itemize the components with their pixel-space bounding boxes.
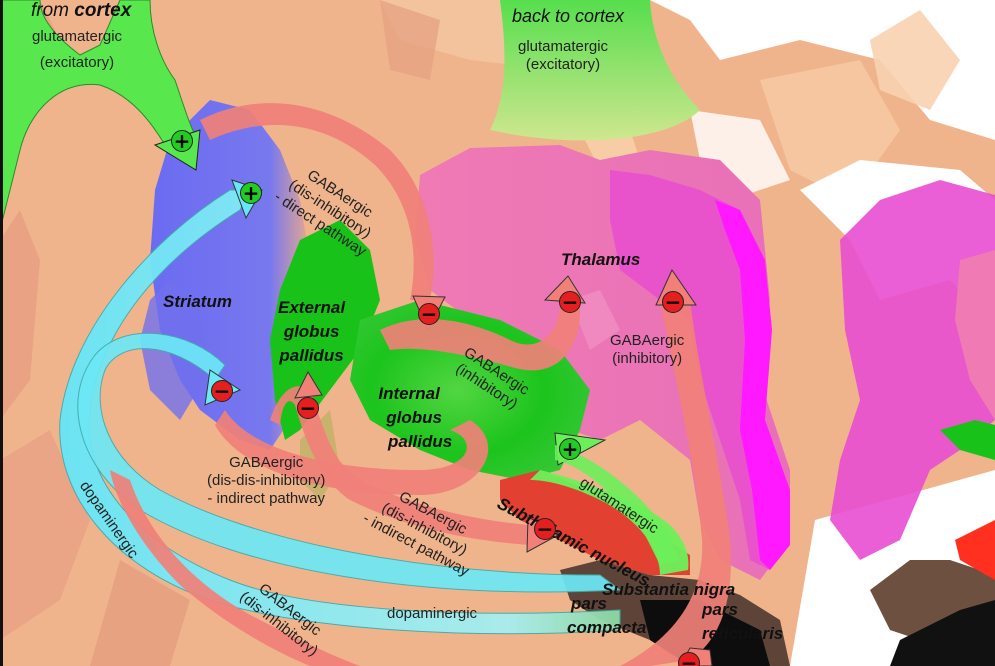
snr-thal-line-2: (inhibitory)	[612, 350, 683, 367]
glutamatergic-pathways	[0, 0, 700, 575]
red-structure-right	[955, 520, 995, 580]
pars-reticularis-label: pars reticularis	[702, 598, 783, 646]
subthalamic-nucleus-region	[500, 470, 690, 575]
inhibitory-sign-indirect-gpe: −	[297, 397, 319, 419]
pars-compacta-line-2: compacta	[567, 618, 647, 637]
cortex-glut-line-2: (excitatory)	[39, 54, 115, 71]
inhibitory-sign-gpi-thalamus: −	[559, 291, 581, 313]
pars-compacta-label: pars compacta	[567, 592, 646, 640]
internal-gp-line-1: Internal	[378, 384, 440, 403]
internal-gp-line-3: pallidus	[388, 432, 453, 451]
indirect1-line-2: (dis-dis-inhibitory)	[207, 472, 326, 489]
pars-reticularis-line-1: pars	[702, 600, 738, 619]
excitatory-sign-cortex-striatum: +	[171, 130, 193, 152]
back-glut-line-1: glutamatergic	[518, 38, 609, 55]
inhibitory-sign-snr-thalamus: −	[662, 291, 684, 313]
from-cortex-label: from cortex	[31, 0, 131, 22]
inhibitory-sign-snr-bottom: −	[678, 652, 700, 666]
cortex-glut-line-1: glutamatergic	[32, 28, 123, 45]
pars-compacta-line-1: pars	[571, 594, 607, 613]
indirect1-line-1: GABAergic	[229, 454, 304, 471]
substantia-nigra-label: Substantia nigra	[602, 580, 736, 599]
green-structure-right	[940, 420, 995, 460]
pars-reticularis-line-2: reticularis	[702, 624, 784, 643]
striatum-label: Striatum	[163, 292, 232, 311]
left-edge-border	[0, 0, 3, 666]
inhibitory-sign-indirect-stn: −	[534, 518, 556, 540]
dopaminergic-bottom-label: dopaminergic	[387, 605, 478, 622]
inhibitory-sign-dopa-striatum: −	[211, 380, 233, 402]
indirect-pathway-1-label: GABAergic (dis-dis-inhibitory) - indirec…	[207, 454, 325, 508]
excitatory-sign-dopa-striatum: +	[240, 182, 262, 204]
external-gp-line-1: External	[278, 298, 346, 317]
snr-thal-line-1: GABAergic	[610, 332, 685, 349]
back-glut-label: glutamatergic (excitatory)	[518, 38, 608, 74]
from-cortex-bold: cortex	[74, 0, 132, 21]
external-gp-line-2: globus	[283, 322, 340, 341]
internal-gp-line-2: globus	[386, 408, 442, 427]
thalamus-label: Thalamus	[561, 250, 641, 269]
cortex-glut-label: glutamatergic (excitatory)	[32, 24, 122, 76]
external-gp-label: External globus pallidus	[278, 296, 345, 368]
back-to-cortex-label: back to cortex	[512, 6, 625, 26]
internal-gp-label: Internal globus pallidus	[366, 382, 452, 454]
back-glut-line-2: (excitatory)	[525, 56, 601, 73]
dark-structure-black	[890, 600, 995, 666]
external-gp-line-3: pallidus	[279, 346, 344, 365]
from-cortex-prefix: from	[31, 0, 75, 21]
snr-thalamus-label: GABAergic (inhibitory)	[610, 332, 684, 368]
indirect1-line-3: - indirect pathway	[207, 490, 325, 507]
excitatory-sign-stn-gpi: +	[559, 438, 581, 460]
inhibitory-sign-direct: −	[418, 303, 440, 325]
external-globus-pallidus-region	[270, 220, 380, 440]
